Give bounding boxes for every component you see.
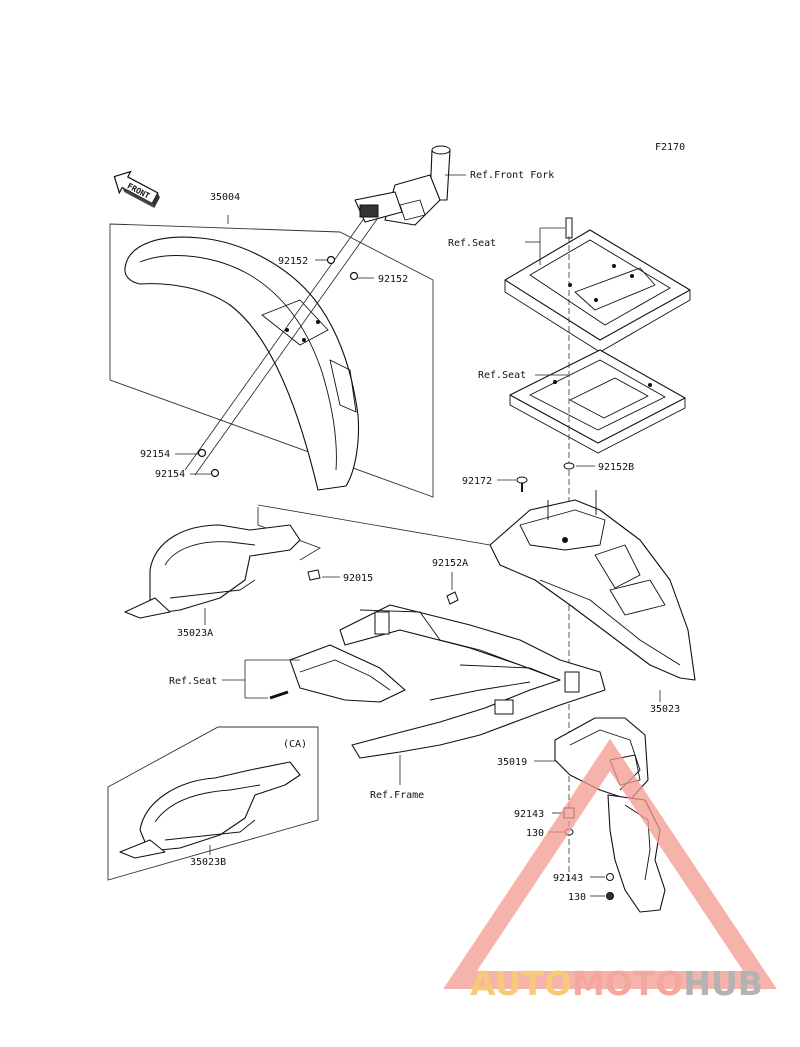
screw-92172-icon bbox=[516, 476, 528, 492]
label-ref-seat-1: Ref.Seat bbox=[448, 238, 496, 249]
front-fender-group: 35004 Ref.Front Fork 92152 92152 bbox=[109, 145, 554, 498]
label-92015: 92015 bbox=[343, 573, 373, 584]
label-92154-top: 92154 bbox=[140, 449, 170, 460]
front-fender-side-plate bbox=[329, 359, 357, 413]
collar-92143-2-icon bbox=[606, 873, 614, 881]
inner-fender-35023A bbox=[124, 507, 322, 619]
front-fork-stem bbox=[354, 145, 451, 226]
seat-bracket-lower bbox=[509, 349, 686, 454]
label-35023: 35023 bbox=[650, 704, 680, 715]
front-fender-mount bbox=[261, 299, 329, 346]
label-92143-2: 92143 bbox=[553, 873, 583, 884]
label-92152A: 92152A bbox=[432, 558, 468, 569]
ca-callout-box bbox=[107, 726, 319, 881]
label-35019: 35019 bbox=[497, 757, 527, 768]
svg-text:AUTOMOTOHUB: AUTOMOTOHUB bbox=[470, 964, 763, 1003]
label-130-1: 130 bbox=[526, 828, 544, 839]
front-fender-ridge bbox=[139, 255, 337, 471]
label-92172: 92172 bbox=[462, 476, 492, 487]
label-35023B: 35023B bbox=[190, 857, 226, 868]
watermark: AUTOMOTOHUB bbox=[443, 738, 777, 1003]
label-92152-left: 92152 bbox=[278, 256, 308, 267]
label-92152B: 92152B bbox=[598, 462, 634, 473]
label-ca-variant: (CA) bbox=[283, 739, 307, 750]
washer-92152A-icon bbox=[446, 591, 459, 605]
label-ref-seat-2: Ref.Seat bbox=[478, 370, 526, 381]
figure-code: F2170 bbox=[655, 142, 685, 153]
rear-fender-35023 bbox=[489, 490, 696, 681]
label-ref-front-fork: Ref.Front Fork bbox=[470, 170, 554, 181]
ca-variant-group: (CA) bbox=[107, 726, 319, 881]
watermark-moto: MOTO bbox=[572, 964, 683, 1003]
label-92143-1: 92143 bbox=[514, 809, 544, 820]
label-35004: 35004 bbox=[210, 192, 240, 203]
label-35023A: 35023A bbox=[177, 628, 213, 639]
nut-92015-icon bbox=[307, 569, 321, 581]
label-92154-bottom: 92154 bbox=[155, 469, 185, 480]
watermark-auto: AUTO bbox=[470, 964, 572, 1003]
washer-92152-right-icon bbox=[349, 271, 359, 281]
watermark-hub: HUB bbox=[683, 964, 763, 1003]
front-arrow-icon: FRONT bbox=[113, 170, 160, 209]
label-130-2: 130 bbox=[568, 892, 586, 903]
label-92152-right: 92152 bbox=[378, 274, 408, 285]
seat-bracket-side bbox=[269, 644, 406, 703]
frame bbox=[339, 604, 606, 759]
label-ref-frame: Ref.Frame bbox=[370, 790, 424, 801]
washer-92152-left-icon bbox=[326, 255, 336, 265]
washer-92152B-icon bbox=[563, 462, 575, 470]
bolt-92154-bottom-icon bbox=[210, 468, 220, 478]
label-ref-seat-3: Ref.Seat bbox=[169, 676, 217, 687]
watermark-triangle-icon bbox=[443, 738, 777, 989]
bolt-130-2-icon bbox=[606, 892, 614, 900]
seat-bracket-upper bbox=[504, 217, 691, 353]
bolt-92154-top-icon bbox=[197, 448, 207, 458]
front-fender-callout-box bbox=[109, 223, 434, 498]
